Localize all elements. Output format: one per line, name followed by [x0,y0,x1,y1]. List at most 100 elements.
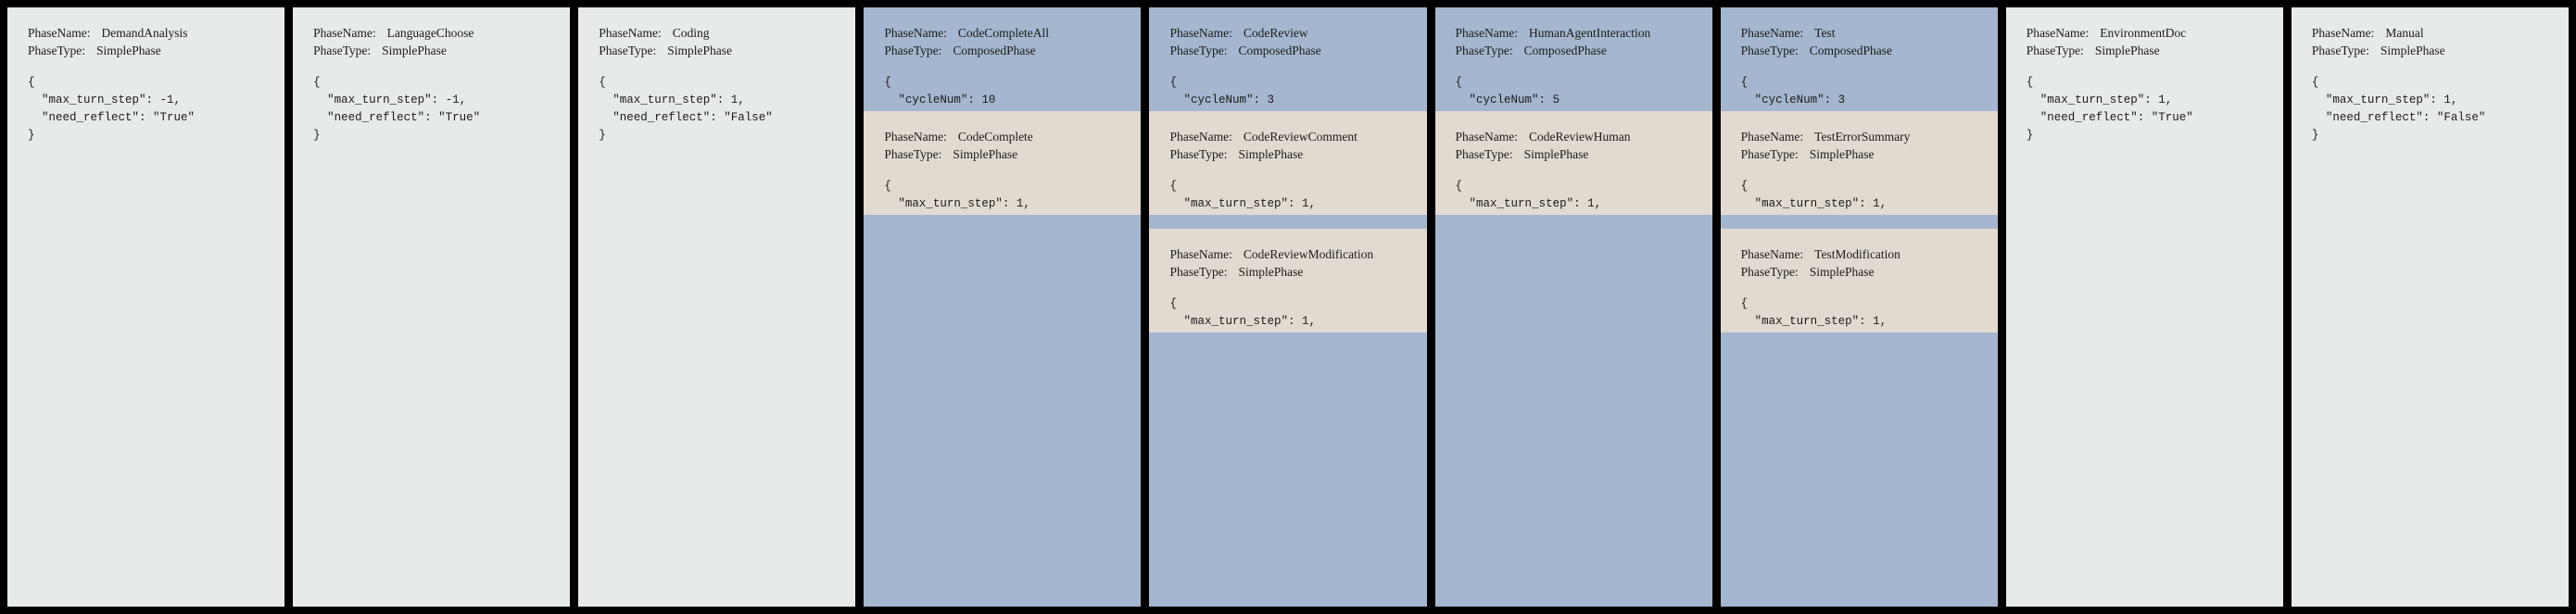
phase-name-value: TestErrorSummary [1814,130,1911,144]
phase-type-row: PhaseType: SimplePhase [1169,263,1406,281]
composed-phase-fill [1149,346,1427,607]
phase-type-label: PhaseType: [1169,44,1228,57]
phase-name-value: CodeReviewModification [1243,247,1374,261]
phase-type-value: SimplePhase [382,44,447,57]
phase-type-row: PhaseType:SimplePhase [1169,145,1406,163]
phase-type-row: PhaseType:SimplePhase [884,145,1120,163]
phase-type-value: SimplePhase [1809,147,1875,161]
composed-phase-separator [1149,332,1427,346]
phase-type-label: PhaseType: [1169,265,1228,279]
phase-config-json-code-review-modification: { "max_turn_step": 1, "need_reflect": "F… [1169,297,1316,328]
phase-type-value: ComposedPhase [1238,44,1321,57]
composed-phase-separator [1720,215,1998,229]
phase-name-value: CodeReviewComment [1243,130,1357,144]
phase-type-value: ComposedPhase [1809,44,1892,57]
phase-config-json-language-choose: { "max_turn_step": -1, "need_reflect": "… [313,76,481,142]
phase-name-label: PhaseName: [1740,130,1804,144]
phase-type-label: PhaseType: [1169,147,1228,161]
phase-type-label: PhaseType: [884,44,942,57]
phase-type-row: PhaseType:SimplePhase [2027,42,2263,59]
phase-type-value: SimplePhase [1809,265,1875,279]
phase-name-label: PhaseName: [1740,26,1804,40]
phase-type-label: PhaseType: [1740,147,1799,161]
phase-name-value: CodeReview [1243,26,1308,40]
composed-phase-separator [1149,215,1427,229]
phase-type-row: PhaseType: SimplePhase [2312,42,2548,59]
phase-config-json-code-complete: { "max_turn_step": 1, "need_reflect": "F… [884,180,1030,210]
phase-name-label: PhaseName: [599,26,662,40]
phase-name-row: PhaseName:Manual [2312,24,2548,42]
phase-name-label: PhaseName: [1455,130,1519,144]
phase-name-label: PhaseName: [884,130,947,144]
phase-name-label: PhaseName: [2311,26,2375,40]
phase-type-value: SimplePhase [2094,44,2160,57]
phase-name-row: PhaseName:HumanAgentInteraction [1456,24,1692,42]
composed-phase-fill [1434,229,1712,607]
phase-type-label: PhaseType: [884,147,942,161]
phase-name-row: PhaseName: DemandAnalysis [28,24,264,42]
phase-config-json-test-error-summary: { "max_turn_step": 1, "need_reflect": "F… [1740,180,1888,210]
phase-name-row: PhaseName:CodeReview [1169,24,1406,42]
phase-type-value: ComposedPhase [1523,44,1607,57]
phase-type-value: SimplePhase [96,44,161,57]
phase-name-value: CodeReviewHuman [1529,130,1631,144]
phase-name-row: PhaseName:Test [1741,24,1977,42]
phase-config-json-code-review: { "cycleNum": 3 } [1169,76,1274,107]
phase-type-label: PhaseType: [313,44,372,57]
phase-name-label: PhaseName: [1740,247,1804,261]
phase-name-label: PhaseName: [1455,26,1519,40]
phase-name-row: PhaseName:CodeReviewModification [1169,245,1406,263]
phase-config-json-code-review-comment: { "max_turn_step": 1, "need_reflect": "F… [1169,180,1316,210]
phase-config-json-code-review-human: { "max_turn_step": 1, "need_reflect": "F… [1455,180,1602,210]
phase-type-value: SimplePhase [2380,44,2445,57]
phase-name-row: PhaseName:CodeComplete [884,128,1120,145]
phase-config-json-environment-doc: { "max_turn_step": 1, "need_reflect": "T… [2026,76,2193,142]
phase-type-value: ComposedPhase [953,44,1036,57]
phase-type-row: PhaseType: ComposedPhase [884,42,1120,59]
phase-name-row: PhaseName: TestErrorSummary [1741,128,1977,145]
phase-type-row: PhaseType:SimplePhase [599,42,835,59]
phase-type-label: PhaseType: [2311,44,2369,57]
composed-phase-fill [1720,346,1998,607]
phase-name-value: TestModification [1814,247,1900,261]
phase-type-row: PhaseType: SimplePhase [313,42,549,59]
phase-type-row: PhaseType: SimplePhase [1741,145,1977,163]
phase-type-row: PhaseType:ComposedPhase [1456,42,1692,59]
phase-type-label: PhaseType: [28,44,86,57]
phase-type-value: SimplePhase [1238,265,1304,279]
phase-name-value: DemandAnalysis [101,26,188,40]
phase-name-row: PhaseName:EnvironmentDoc [2027,24,2263,42]
phase-name-value: LanguageChoose [386,26,474,40]
phase-name-label: PhaseName: [28,26,91,40]
phase-type-row: PhaseType: ComposedPhase [1169,42,1406,59]
phase-type-value: SimplePhase [667,44,733,57]
